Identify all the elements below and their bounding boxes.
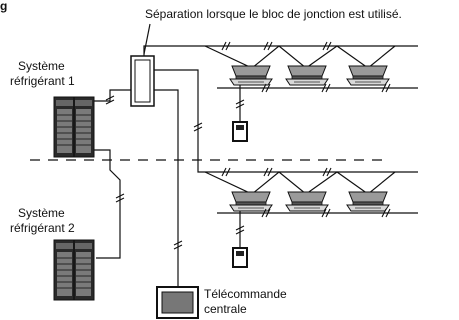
- system2-label-line1: Système: [18, 206, 65, 220]
- junction-note-label: Séparation lorsque le bloc de jonction e…: [145, 7, 402, 21]
- remote-controller-2: [232, 247, 248, 268]
- junction-block: [130, 55, 155, 107]
- indoor-unit-3: [346, 65, 390, 86]
- indoor-unit-1: [229, 65, 273, 86]
- indoor-unit-6: [346, 191, 390, 212]
- outdoor-unit-2: [53, 239, 95, 301]
- indoor-unit-5: [285, 191, 329, 212]
- system1-label-line1: Système: [18, 59, 65, 73]
- outdoor-unit-1: [53, 96, 95, 158]
- system2-label-line2: réfrigérant 2: [10, 221, 75, 235]
- junction-block-inner: [134, 59, 151, 103]
- wire-marks: [105, 41, 391, 250]
- indoor-unit-2: [285, 65, 329, 86]
- remote-controller-1: [232, 121, 248, 142]
- caption-fragment: g: [0, 0, 7, 13]
- indoor-unit-4: [229, 191, 273, 212]
- central-controller-label-line2: centrale: [204, 302, 247, 316]
- central-controller-label-line1: Télécommande: [204, 287, 287, 301]
- junction-note-pointer: [143, 23, 151, 55]
- central-controller-screen: [161, 291, 194, 314]
- system1-label-line2: réfrigérant 1: [10, 74, 75, 88]
